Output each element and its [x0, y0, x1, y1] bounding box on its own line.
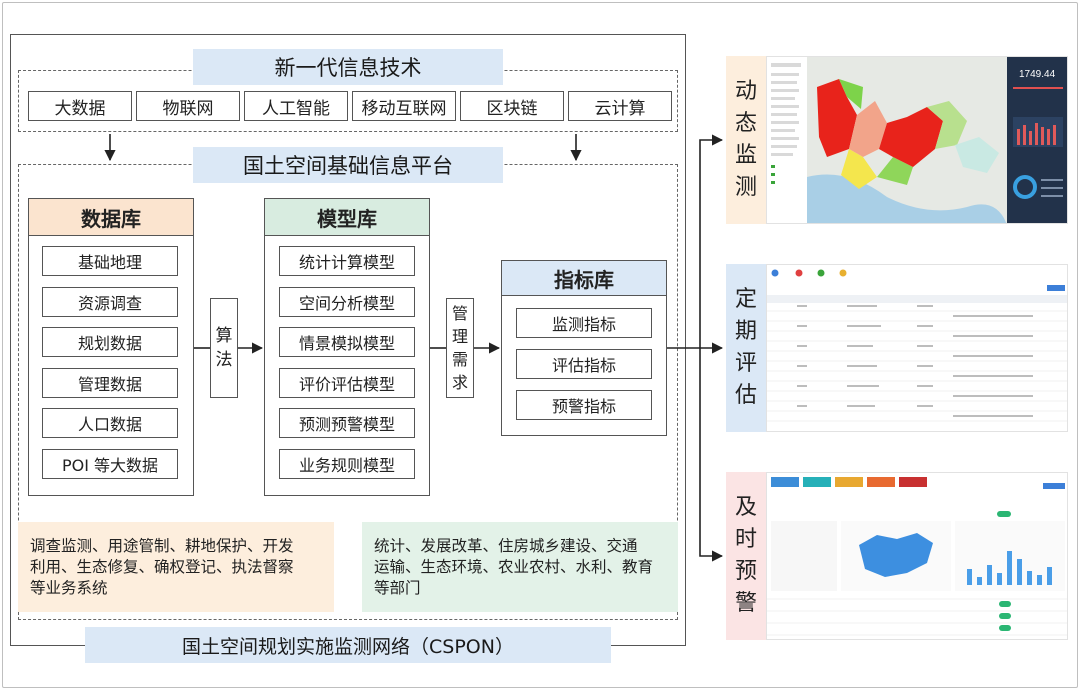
note-line: 调查监测、用途管制、耕地保护、开发 — [30, 537, 294, 555]
warning-dashboard-image — [767, 477, 1067, 636]
indicator-library-title: 指标库 — [502, 261, 666, 296]
model-item: 情景模拟模型 — [279, 327, 415, 358]
database-item: POI 等大数据 — [42, 449, 178, 479]
model-library-title: 模型库 — [265, 199, 429, 236]
database-item: 规划数据 — [42, 327, 178, 358]
demand-char: 管 — [451, 304, 468, 323]
indicator-item: 监测指标 — [516, 308, 652, 338]
database-item: 资源调查 — [42, 286, 178, 317]
label-char: 警 — [734, 591, 757, 616]
note-line: 等部门 — [374, 579, 421, 597]
demand-char: 理 — [451, 327, 468, 346]
tech-item: 云计算 — [568, 91, 672, 121]
note-line: 统计、发展改革、住房城乡建设、交通 — [374, 537, 638, 555]
output-periodic-assessment: 定 期 评 估 — [726, 264, 766, 432]
monitoring-map-image: 1749.44 — [767, 57, 1067, 223]
database-item: 管理数据 — [42, 367, 178, 398]
assessment-table-image — [767, 269, 1067, 422]
demand-char: 需 — [451, 350, 468, 369]
tech-item: 大数据 — [28, 91, 132, 121]
network-banner: 国土空间规划实施监测网络（CSPON） — [85, 627, 611, 663]
arrow-to-monitoring — [699, 134, 724, 348]
database-item: 人口数据 — [42, 408, 178, 439]
label-char: 及 — [734, 495, 757, 520]
indicator-item: 预警指标 — [516, 390, 652, 420]
model-item: 统计计算模型 — [279, 246, 415, 276]
algorithm-box: 算 法 — [210, 298, 238, 398]
label-char: 期 — [734, 319, 757, 344]
monitoring-screenshot: 1749.44 — [766, 56, 1068, 224]
warning-screenshot — [766, 472, 1068, 640]
assessment-screenshot — [766, 264, 1068, 432]
database-item: 基础地理 — [42, 246, 178, 276]
output-dynamic-monitoring: 动 态 监 测 — [726, 56, 766, 224]
tech-item: 物联网 — [136, 91, 240, 121]
model-item: 业务规则模型 — [279, 449, 415, 479]
label-char: 定 — [734, 287, 757, 312]
model-item: 评价评估模型 — [279, 367, 415, 398]
tech-item: 人工智能 — [244, 91, 348, 121]
database-title: 数据库 — [29, 199, 193, 236]
tech-item: 区块链 — [460, 91, 564, 121]
model-item: 预测预警模型 — [279, 408, 415, 439]
indicator-item: 评估指标 — [516, 349, 652, 379]
algorithm-char: 法 — [215, 350, 233, 370]
note-line: 运输、生态环境、农业农村、水利、教育 — [374, 558, 654, 576]
tech-item: 移动互联网 — [352, 91, 456, 121]
arrow-to-warning — [699, 348, 724, 562]
output-timely-warning: 及 时 预 警 — [726, 472, 766, 640]
label-char: 测 — [734, 175, 757, 200]
model-item: 空间分析模型 — [279, 286, 415, 317]
label-char: 评 — [734, 351, 757, 376]
tech-banner: 新一代信息技术 — [193, 49, 503, 85]
label-char: 监 — [734, 143, 757, 168]
platform-banner: 国土空间基础信息平台 — [193, 147, 503, 183]
label-char: 时 — [734, 527, 757, 552]
label-char: 态 — [734, 111, 757, 136]
label-char: 动 — [734, 79, 757, 104]
algorithm-char: 算 — [215, 326, 233, 346]
business-systems-note: 调查监测、用途管制、耕地保护、开发 利用、生态修复、确权登记、执法督察 等业务系… — [18, 522, 334, 612]
demand-box: 管 理 需 求 — [446, 298, 474, 398]
note-line: 利用、生态修复、确权登记、执法督察 — [30, 558, 294, 576]
label-char: 估 — [734, 383, 757, 408]
demand-char: 求 — [451, 373, 468, 392]
note-line: 等业务系统 — [30, 579, 108, 597]
label-char: 预 — [734, 559, 757, 584]
monitor-panel-value: 1749.44 — [1019, 69, 1056, 80]
departments-note: 统计、发展改革、住房城乡建设、交通 运输、生态环境、农业农村、水利、教育 等部门 — [362, 522, 678, 612]
